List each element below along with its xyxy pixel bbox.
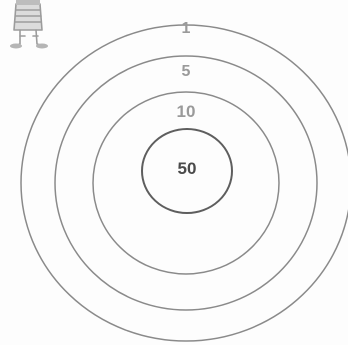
ring-label-50: 50 (178, 159, 197, 178)
ring-label-10: 10 (177, 102, 196, 121)
ring-label-1: 1 (182, 20, 191, 37)
ring-label-5: 5 (182, 63, 191, 80)
ring-5 (55, 56, 317, 310)
